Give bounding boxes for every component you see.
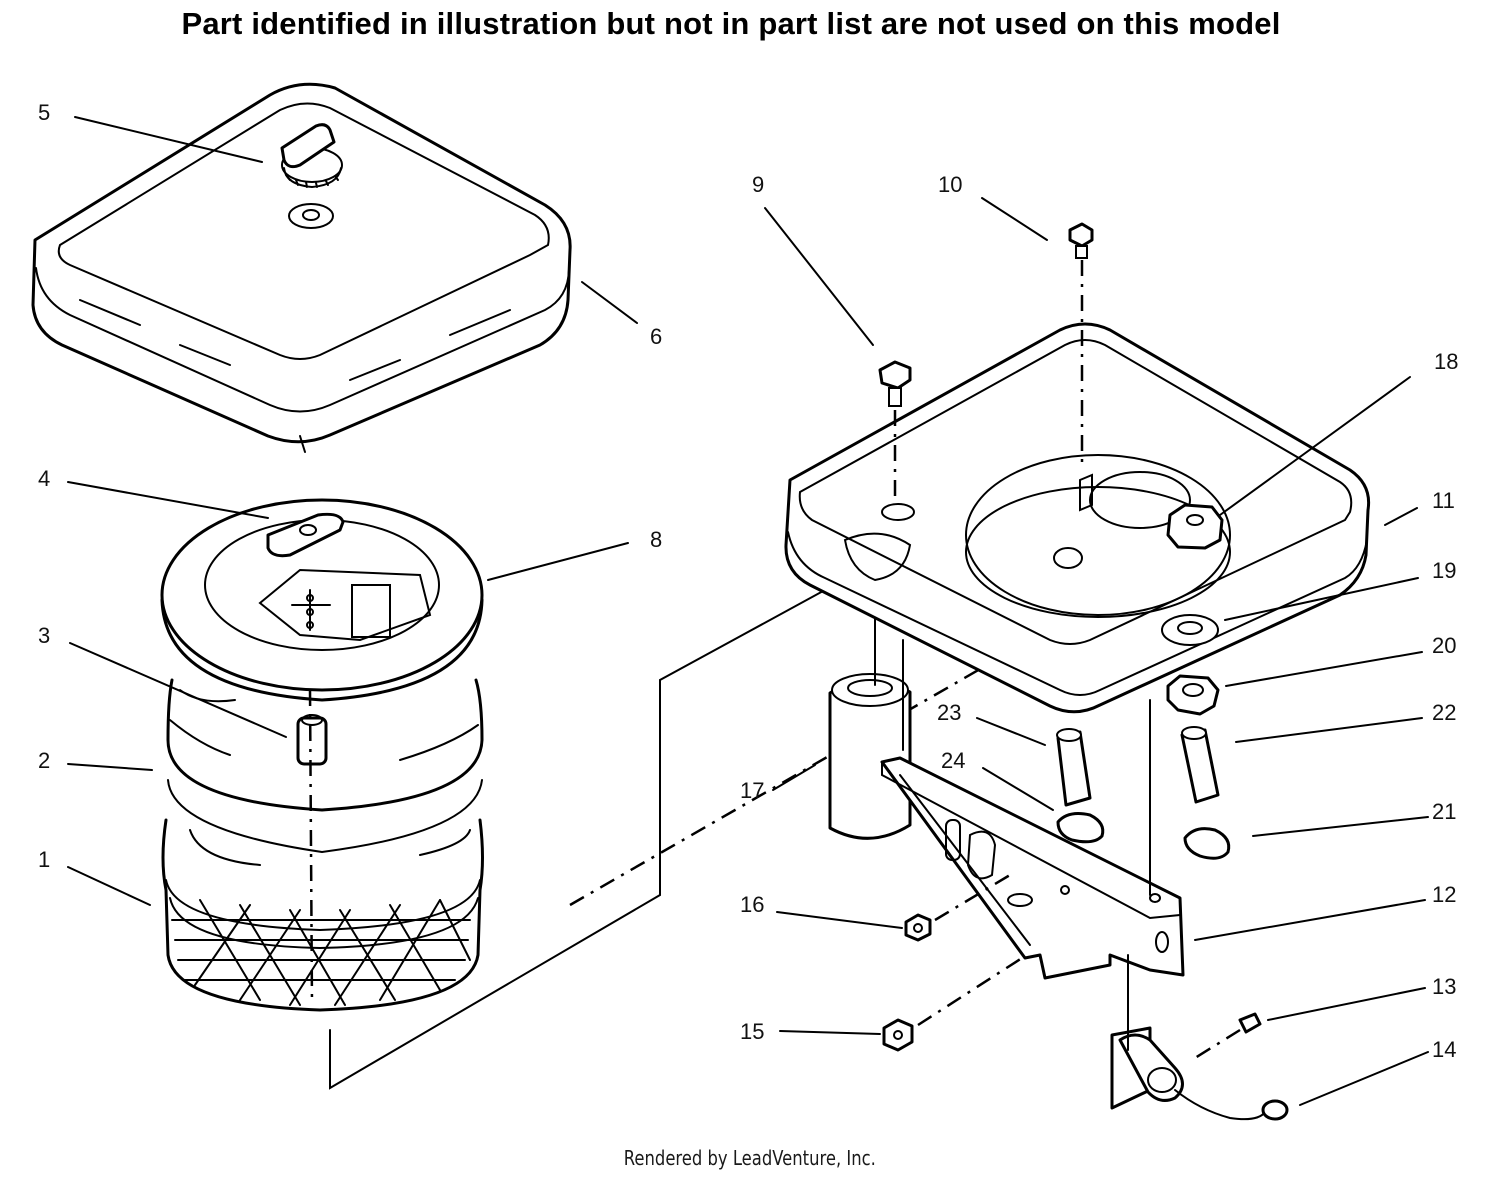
callout-23: 23 [937, 700, 961, 725]
callout-15: 15 [740, 1019, 764, 1044]
callout-13: 13 [1432, 974, 1456, 999]
spacer-tube[interactable] [296, 714, 328, 766]
callout-16: 16 [740, 892, 764, 917]
callout-22: 22 [1432, 700, 1456, 725]
wing-knob[interactable] [280, 123, 343, 229]
paper-filter-element[interactable] [161, 818, 484, 1012]
callout-3: 3 [38, 623, 50, 648]
callout-10: 10 [938, 172, 962, 197]
leader-lines [67, 116, 1429, 1106]
callout-6: 6 [650, 324, 662, 349]
hose-clamp-24[interactable] [1056, 812, 1105, 844]
intake-tube[interactable] [828, 673, 912, 840]
callout-17: 17 [740, 778, 764, 803]
callout-5: 5 [38, 100, 50, 125]
diagram-note-title: Part identified in illustration but not … [181, 6, 1281, 41]
screw-13[interactable] [1238, 1012, 1262, 1034]
callout-21: 21 [1432, 799, 1456, 824]
render-credit: Rendered by LeadVenture, Inc. [623, 1146, 876, 1170]
air-cleaner-base[interactable] [784, 322, 1371, 714]
nut-16[interactable] [904, 913, 932, 942]
bolt-10[interactable] [1068, 222, 1094, 259]
bolt-9[interactable] [878, 360, 912, 407]
callout-14: 14 [1432, 1037, 1456, 1062]
callout-2: 2 [38, 748, 50, 773]
drain-valve-assembly[interactable] [1110, 954, 1289, 1121]
callout-4: 4 [38, 466, 50, 491]
callout-12: 12 [1432, 882, 1456, 907]
air-cleaner-cover[interactable] [31, 82, 572, 453]
retaining-nut-plate[interactable] [266, 512, 345, 558]
callout-1: 1 [38, 847, 50, 872]
nut-15[interactable] [882, 1018, 914, 1052]
washer-19[interactable] [1161, 614, 1219, 646]
hex-nut-20[interactable] [1166, 674, 1220, 716]
callout-24: 24 [941, 748, 965, 773]
callout-9: 9 [752, 172, 764, 197]
callout-8: 8 [650, 527, 662, 552]
hex-nut-18[interactable] [1166, 503, 1224, 550]
filter-element-top-ring[interactable] [160, 498, 484, 702]
hose-clamp-21[interactable] [1183, 827, 1231, 860]
callout-20: 20 [1432, 633, 1456, 658]
mounting-bracket[interactable] [880, 756, 1185, 980]
callout-18: 18 [1434, 349, 1458, 374]
callout-11: 11 [1432, 488, 1455, 513]
hose-23[interactable] [1056, 728, 1092, 807]
callout-19: 19 [1432, 558, 1456, 583]
hose-22[interactable] [1180, 726, 1220, 804]
